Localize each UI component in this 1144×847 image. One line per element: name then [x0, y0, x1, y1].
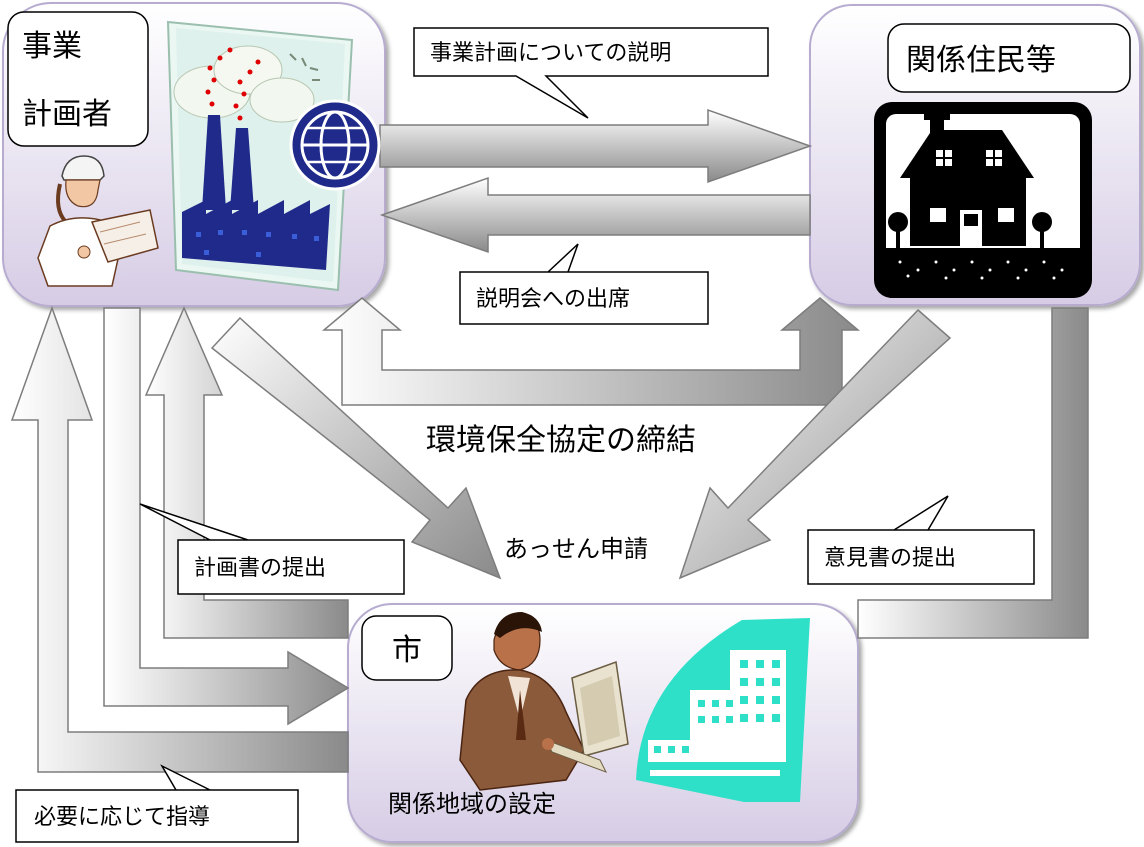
engineer-icon [37, 155, 159, 287]
callout-plan-explanation-text: 事業計画についての説明 [430, 41, 671, 66]
callout-plan-submission: 計画書の提出 [139, 503, 405, 595]
arrow-residents-to-planner [379, 176, 811, 254]
residents-label-box: 関係住民等 [887, 23, 1131, 93]
house-icon [874, 102, 1092, 298]
arrow-planner-to-residents [379, 108, 813, 184]
callout-meeting-attendance-text: 説明会への出席 [476, 287, 630, 312]
globe-icon [289, 99, 381, 191]
officeworker-icon [459, 612, 629, 791]
mediation-label: あっせん申請 [504, 535, 648, 563]
arrow-guidance [10, 305, 349, 773]
arrow-mediation-from-planner [210, 316, 502, 580]
agreement-label: 環境保全協定の締結 [426, 423, 696, 458]
city-caption: 関係地域の設定 [388, 790, 556, 818]
arrow-opinion-submission [857, 307, 1089, 639]
callout-guidance: 必要に応じて指導 [15, 764, 299, 843]
callout-meeting-attendance: 説明会への出席 [459, 243, 709, 325]
callout-plan-explanation: 事業計画についての説明 [413, 27, 769, 119]
city-label: 市 [392, 633, 422, 668]
callout-guidance-text: 必要に応じて指導 [34, 805, 210, 830]
business-planner-label-2: 計画者 [22, 97, 112, 132]
factory-icon [166, 20, 354, 292]
callout-opinion-submission: 意見書の提出 [807, 495, 1035, 585]
callout-plan-submission-text: 計画書の提出 [194, 556, 326, 581]
arrow-agreement [321, 297, 861, 406]
residents-label: 関係住民等 [906, 43, 1056, 78]
business-planner-label-box: 事業 計画者 [7, 11, 149, 147]
arrow-mediation-from-residents [678, 308, 952, 580]
arrow-plan-submission [103, 307, 350, 726]
callout-opinion-submission-text: 意見書の提出 [824, 546, 956, 571]
city-label-box: 市 [361, 615, 453, 681]
office-building-icon [636, 618, 810, 802]
business-planner-label-1: 事業 [22, 29, 82, 64]
